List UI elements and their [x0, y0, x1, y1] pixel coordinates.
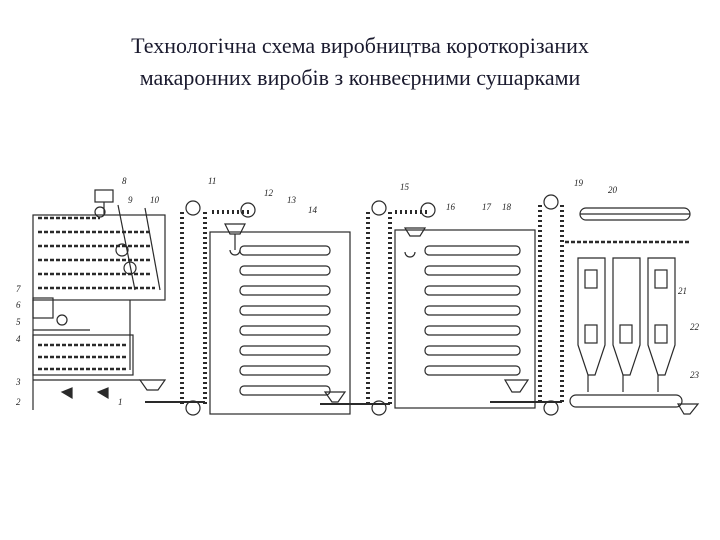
label-18: 18 [502, 202, 512, 212]
label-12: 12 [264, 188, 274, 198]
label-10: 10 [150, 195, 160, 205]
label-9: 9 [128, 195, 133, 205]
label-13: 13 [287, 195, 297, 205]
label-15: 15 [400, 182, 410, 192]
label-20: 20 [608, 185, 618, 195]
label-14: 14 [308, 205, 318, 215]
label-2: 2 [16, 397, 21, 407]
label-1: 1 [118, 397, 123, 407]
label-4: 4 [16, 334, 21, 344]
dryer-2 [394, 202, 536, 409]
cutter-device [32, 297, 90, 331]
receiving-hopper-1 [138, 379, 167, 391]
dryer-1 [209, 202, 351, 415]
label-23: 23 [690, 370, 700, 380]
label-7: 7 [16, 284, 21, 294]
label-5: 5 [16, 317, 21, 327]
label-16: 16 [446, 202, 456, 212]
label-21: 21 [678, 286, 687, 296]
label-3: 3 [15, 377, 21, 387]
slide-title: Технологічна схема виробництва короткорі… [0, 30, 720, 94]
elevator-11 [145, 200, 207, 416]
label-17: 17 [482, 202, 492, 212]
label-6: 6 [16, 300, 21, 310]
title-line-2: макаронних виробів з конвеєрними сушарка… [139, 65, 581, 90]
title-line-1: Технологічна схема виробництва короткорі… [131, 33, 589, 58]
collection-conveyor [569, 394, 700, 415]
press-unit [32, 189, 166, 410]
label-19: 19 [574, 178, 584, 188]
dryer-1-belts [239, 245, 331, 396]
storage-bunkers [577, 257, 676, 392]
dryer-2-belts [424, 245, 521, 376]
distribution-conveyor [565, 207, 691, 244]
elevator-19 [490, 194, 564, 416]
label-8: 8 [122, 176, 127, 186]
elevator-15 [320, 200, 392, 416]
label-11: 11 [208, 176, 216, 186]
label-22: 22 [690, 322, 700, 332]
callout-labels: 1 2 3 4 5 6 7 8 9 10 11 12 13 14 15 16 1… [15, 176, 700, 407]
pre-dryer [32, 334, 140, 400]
